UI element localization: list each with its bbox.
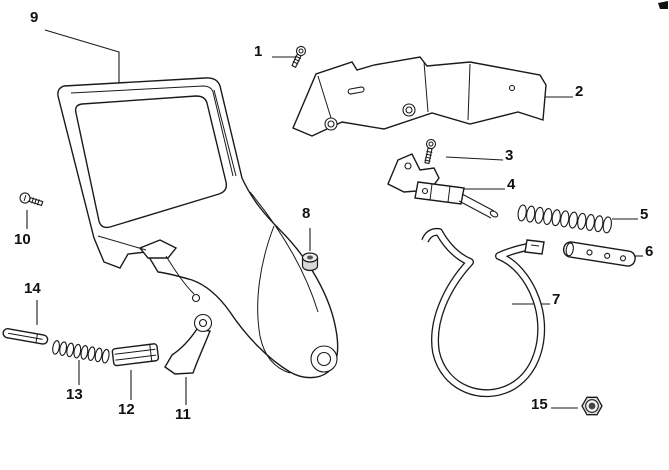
- part-7-brake-band: [421, 227, 546, 398]
- hex-coupling-body: [111, 343, 160, 367]
- leader-line-3: [445, 156, 504, 161]
- cowl-crease-line: [249, 191, 319, 313]
- part-13-spring: [52, 340, 110, 364]
- part-5-spring: [517, 204, 612, 234]
- part-10-screw: [19, 192, 44, 207]
- clamp-body: [414, 181, 465, 205]
- screw-1-head: [295, 45, 307, 57]
- part-label-3: 3: [505, 147, 514, 164]
- cowl-boss-hole: [316, 351, 332, 367]
- band-inner-fill: [422, 229, 544, 396]
- bracket-boss-left-hole: [327, 120, 335, 128]
- part-15-nut: [581, 396, 603, 416]
- part-label-9: 9: [30, 9, 39, 26]
- sleeve-end-face: [565, 242, 574, 257]
- part-label-7: 7: [552, 291, 561, 308]
- part-4-clamp: [387, 153, 499, 219]
- part-label-10: 10: [14, 231, 31, 248]
- part-8-grommet: [301, 252, 319, 272]
- part-label-8: 8: [302, 205, 311, 222]
- part-label-4: 4: [507, 176, 516, 193]
- bracket-line: [97, 235, 147, 251]
- bracket-small-hole: [508, 84, 516, 92]
- nut-hole: [588, 402, 596, 410]
- clamp-body-hole: [421, 187, 429, 195]
- cowl-front-edge: [257, 225, 291, 374]
- part-12-hex-coupling: [111, 343, 160, 367]
- handle-edge-line: [213, 89, 237, 177]
- handle-rim-line: [70, 85, 234, 177]
- part-label-11: 11: [175, 406, 191, 423]
- part-label-14: 14: [24, 280, 41, 297]
- part-label-2: 2: [575, 83, 584, 100]
- leader-line-9: [44, 29, 120, 84]
- brake-trigger: [138, 239, 178, 259]
- leader-lines: [26, 29, 643, 409]
- trigger-arm-pivot: [191, 293, 201, 303]
- part-9-front-handle: [57, 77, 339, 379]
- band-end-tab: [524, 239, 545, 255]
- part-14-flat-link: [2, 328, 49, 345]
- part-label-1: 1: [254, 43, 263, 60]
- trigger-arm-line: [165, 255, 195, 295]
- page-corner-mark: [658, 1, 668, 9]
- bracket-bend-line-3: [467, 63, 471, 121]
- screw-3-head: [425, 138, 437, 150]
- lever-body: [164, 328, 211, 375]
- part-label-5: 5: [640, 206, 649, 223]
- part-label-12: 12: [118, 401, 135, 418]
- part-3-screw: [424, 138, 437, 165]
- part-11-lever: [164, 313, 213, 375]
- bracket-bend-line-2: [423, 61, 429, 113]
- lever-eye-hole: [198, 318, 208, 328]
- part-label-6: 6: [645, 243, 654, 260]
- part-label-13: 13: [66, 386, 83, 403]
- sleeve-body: [562, 241, 636, 267]
- part-2-bracket-plate: [292, 56, 547, 137]
- screw-10-slot: [23, 194, 27, 202]
- clamp-pin-tip: [489, 210, 499, 218]
- bracket-bend-line-1: [317, 75, 332, 119]
- bracket-boss-mid-hole: [405, 106, 413, 114]
- part-label-15: 15: [531, 396, 548, 413]
- part-1-screw: [291, 45, 307, 68]
- part-6-sleeve: [562, 241, 636, 267]
- bracket-slot: [347, 86, 365, 95]
- clamp-arm-hole: [404, 162, 412, 170]
- grommet-hole: [307, 255, 313, 260]
